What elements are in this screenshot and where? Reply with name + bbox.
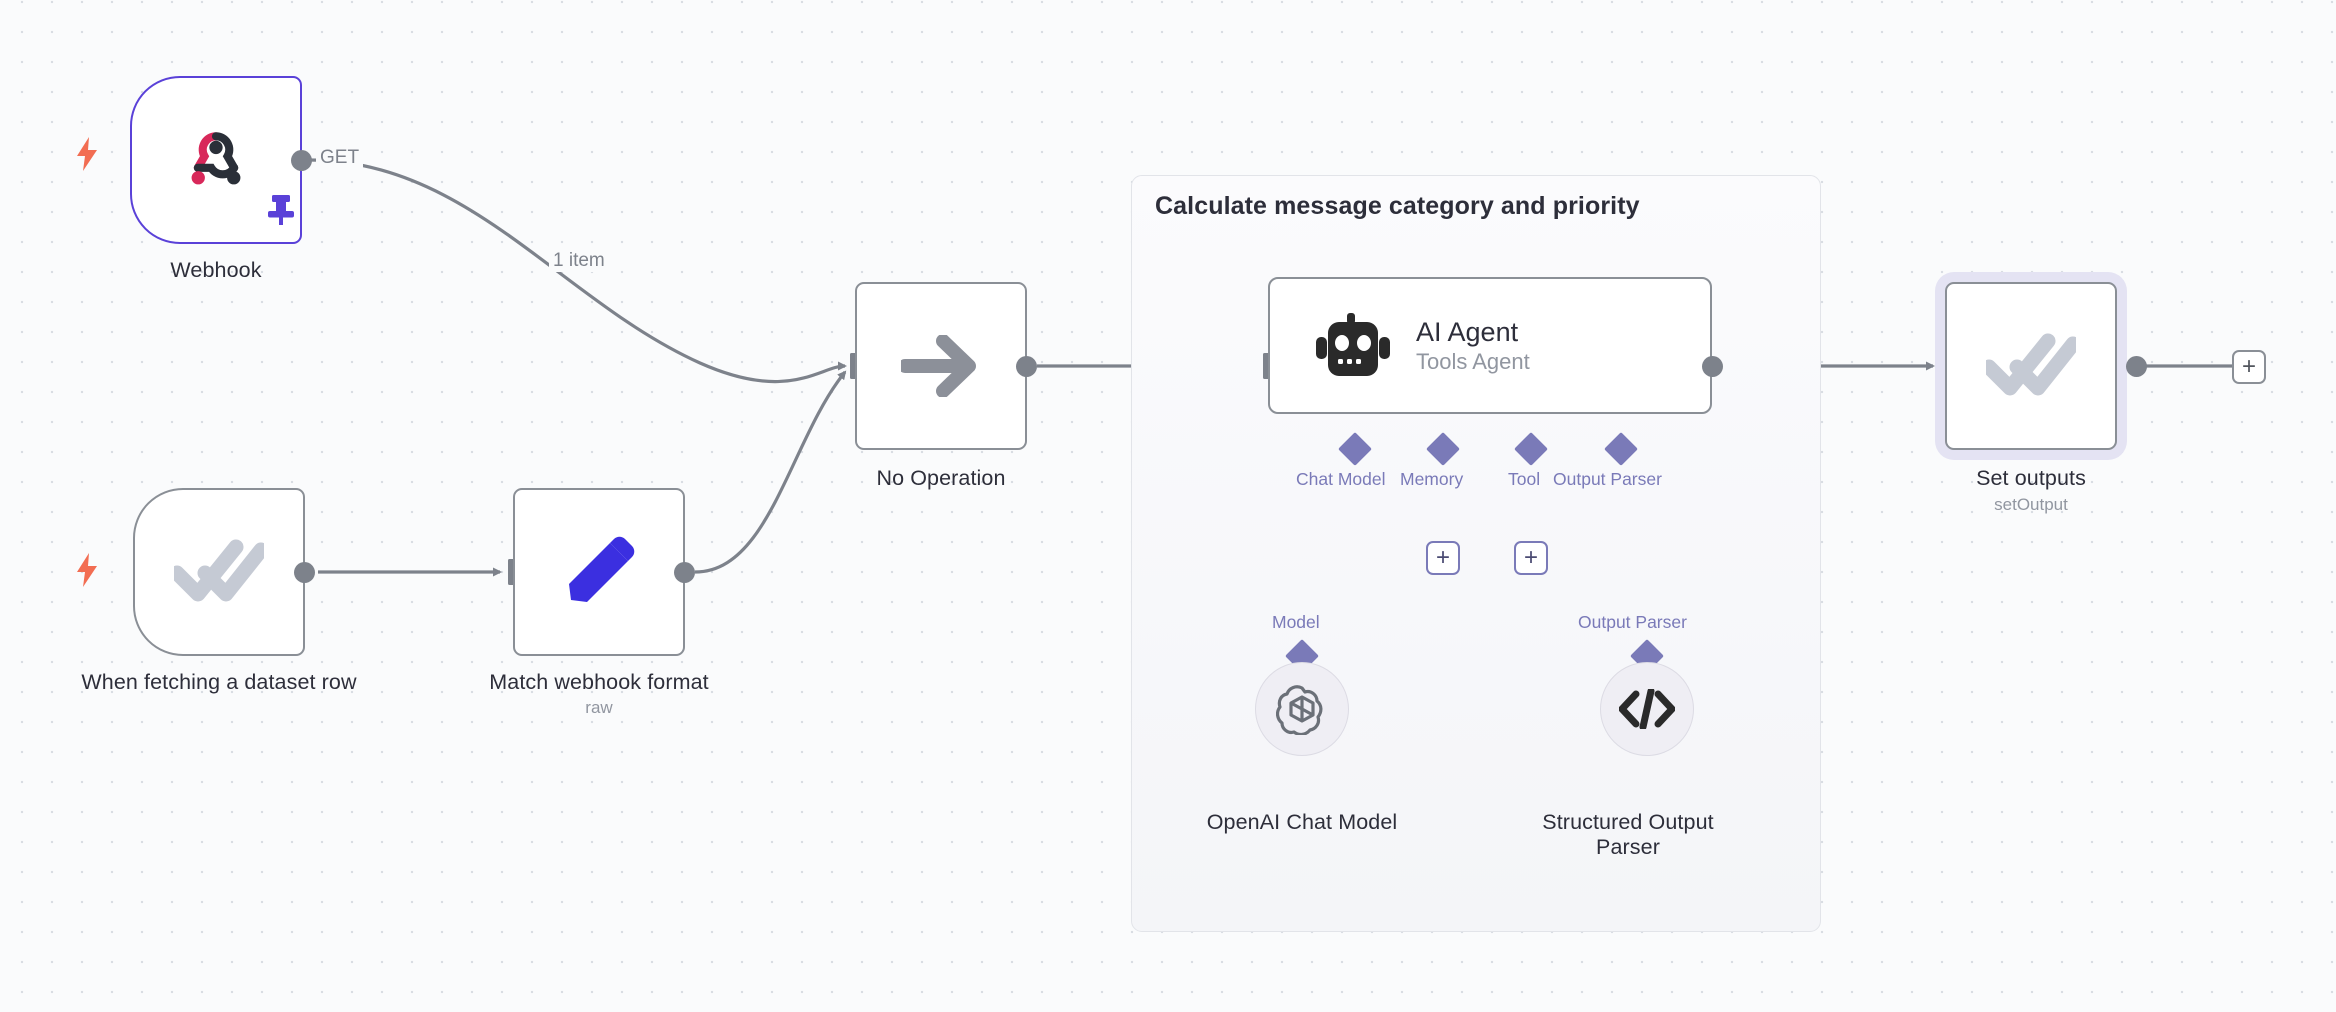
node-structured-output-parser[interactable] [1600, 662, 1694, 756]
connector-label-memory: Memory [1400, 469, 1464, 489]
trigger-bolt-icon [76, 137, 98, 171]
node-label-no-operation: No Operation [876, 466, 1006, 490]
webhook-method-label: GET [316, 147, 364, 169]
add-memory-button[interactable]: + [1426, 541, 1460, 575]
node-label-webhook: Webhook [170, 258, 262, 282]
node-ai-agent[interactable]: AI Agent Tools Agent [1268, 277, 1712, 414]
node-match-webhook-format[interactable] [513, 488, 685, 656]
no-operation-output-endpoint[interactable] [1016, 356, 1037, 377]
dataset-trigger-output-endpoint[interactable] [294, 562, 315, 583]
node-label-openai-chat-model: OpenAI Chat Model [1206, 810, 1398, 834]
pin-icon [268, 195, 294, 225]
double-check-icon-2 [1986, 333, 2076, 396]
node-webhook[interactable] [130, 76, 302, 244]
sub-connector-label-output-parser: Output Parser [1578, 612, 1687, 632]
node-subtitle-match-webhook-format: raw [585, 698, 613, 717]
webhook-item-count-label: 1 item [549, 250, 609, 272]
node-subtitle-ai-agent: Tools Agent [1416, 348, 1530, 374]
double-check-icon [174, 539, 264, 602]
node-label-structured-output-parser: Structured Output Parser [1542, 810, 1714, 859]
node-label-match-webhook-format: Match webhook format [489, 670, 709, 694]
webhook-icon [191, 132, 241, 185]
node-label-when-fetching-dataset-row: When fetching a dataset row [81, 670, 357, 694]
add-node-button[interactable]: + [2232, 350, 2266, 384]
trigger-bolt-icon-2 [76, 553, 98, 587]
code-brackets-icon [1619, 689, 1675, 729]
node-openai-chat-model[interactable] [1255, 662, 1349, 756]
connector-label-output-parser: Output Parser [1553, 469, 1662, 489]
pencil-icon [569, 536, 635, 602]
connector-label-tool: Tool [1508, 469, 1541, 489]
openai-icon [1276, 685, 1323, 735]
match-webhook-output-endpoint[interactable] [674, 562, 695, 583]
node-subtitle-set-outputs: setOutput [1994, 495, 2068, 514]
ai-agent-output-endpoint[interactable] [1702, 356, 1723, 377]
connector-label-chat-model: Chat Model [1296, 469, 1386, 489]
arrow-right-icon [901, 335, 976, 397]
node-when-fetching-dataset-row[interactable] [133, 488, 305, 656]
node-label-set-outputs: Set outputs [1976, 466, 2086, 490]
sub-connector-label-model: Model [1272, 612, 1320, 632]
set-outputs-output-endpoint[interactable] [2126, 356, 2147, 377]
node-no-operation[interactable] [855, 282, 1027, 450]
add-tool-button[interactable]: + [1514, 541, 1548, 575]
robot-icon [1316, 312, 1390, 376]
group-title: Calculate message category and priority [1155, 192, 1640, 220]
node-set-outputs[interactable] [1945, 282, 2117, 450]
node-label-ai-agent: AI Agent [1416, 316, 1519, 347]
webhook-output-endpoint[interactable] [291, 150, 312, 171]
